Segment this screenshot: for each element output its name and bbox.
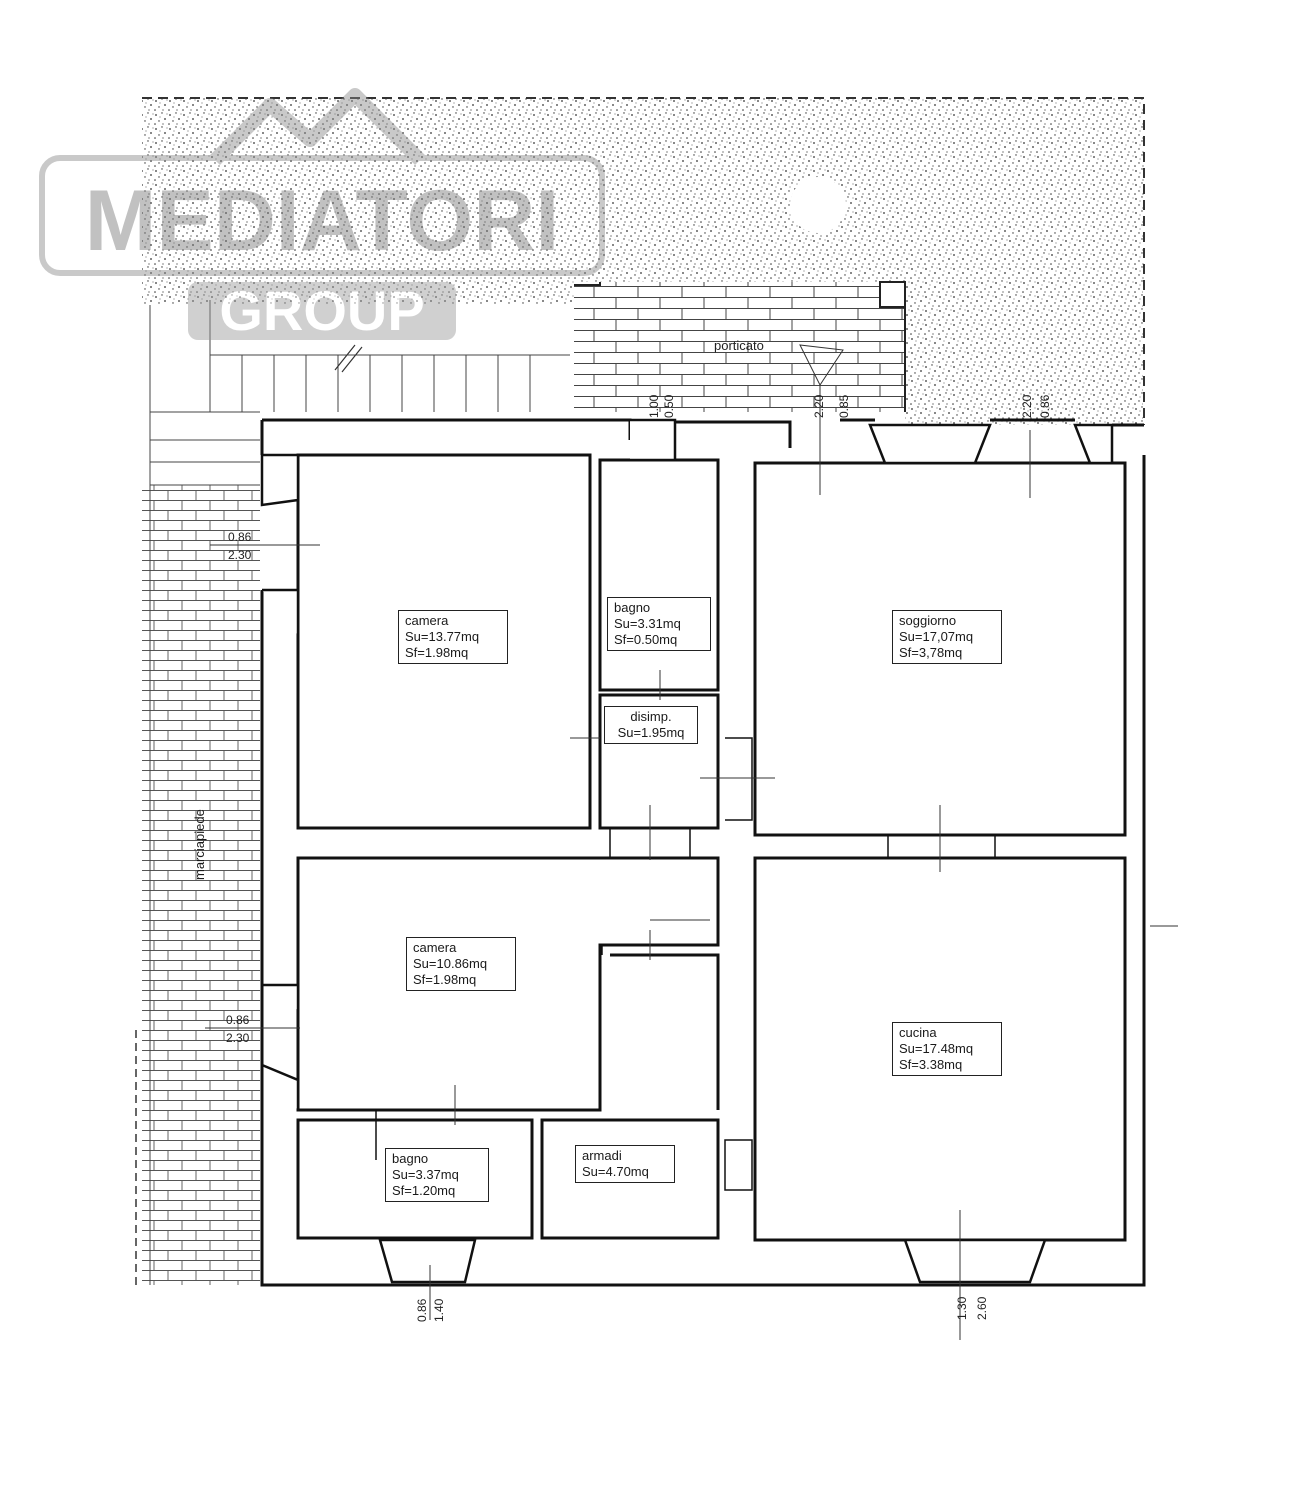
dimension-lines xyxy=(205,344,1178,1340)
room-disimp-su: Su=1.95mq xyxy=(617,725,685,740)
room-soggiorno-su: Su=17,07mq xyxy=(899,629,974,644)
watermark-brand: MEDIATORI xyxy=(85,173,560,269)
garden-gravel xyxy=(142,98,1144,290)
room-armadi: armadi Su=4.70mq xyxy=(575,1145,675,1183)
sidewalk-steps xyxy=(149,305,260,1285)
dim-window-left-bot-b: 2.30 xyxy=(226,1031,250,1045)
garden-circle xyxy=(790,177,846,233)
wall-bagno1 xyxy=(598,458,720,692)
room-bagno-2: bagno Su=3.37mq Sf=1.20mq xyxy=(385,1148,489,1202)
room-armadi-name: armadi xyxy=(582,1148,622,1163)
dim-porch-a: 2.20 xyxy=(812,394,826,418)
garden-gravel-right xyxy=(905,285,1143,425)
dim-window-bot-right-a: 1.30 xyxy=(955,1296,969,1320)
stairs-break xyxy=(334,344,363,373)
label-porticato: porticato xyxy=(714,338,764,353)
room-bagno-1: bagno Su=3.31mq Sf=0.50mq xyxy=(607,597,711,651)
room-soggiorno-sf: Sf=3,78mq xyxy=(899,645,963,660)
watermark-sub: GROUP xyxy=(219,279,424,342)
dim-window-top-right-a: 2.20 xyxy=(1020,394,1034,418)
garden-gravel-left xyxy=(142,285,574,305)
room-bagno-1-su: Su=3.31mq xyxy=(614,616,681,631)
windows xyxy=(260,418,1114,1284)
room-camera-1-name: camera xyxy=(405,613,449,628)
dim-window-left-top-a: 0.86 xyxy=(228,530,252,544)
dim-window-top-right-b: 0.86 xyxy=(1038,394,1052,418)
room-bagno-2-sf: Sf=1.20mq xyxy=(392,1183,456,1198)
room-camera-1-sf: Sf=1.98mq xyxy=(405,645,469,660)
wall-armadi-top xyxy=(610,953,720,1110)
room-bagno-1-sf: Sf=0.50mq xyxy=(614,632,678,647)
watermark-logo: MEDIATORI GROUP xyxy=(39,88,605,342)
room-disimp: disimp. Su=1.95mq xyxy=(604,706,698,744)
dim-window-left-bot-a: 0.86 xyxy=(226,1013,250,1027)
dim-window-left-top-b: 2.30 xyxy=(228,548,252,562)
dim-door-top-a: 1.00 xyxy=(647,394,661,418)
room-camera-2-name: camera xyxy=(413,940,457,955)
room-cucina-sf: Sf=3.38mq xyxy=(899,1057,963,1072)
room-soggiorno: soggiorno Su=17,07mq Sf=3,78mq xyxy=(892,610,1002,664)
room-camera-2: camera Su=10.86mq Sf=1.98mq xyxy=(406,937,516,991)
door-marks xyxy=(375,737,996,1191)
outer-walls xyxy=(260,418,1146,1287)
dim-window-bot-left-a: 0.86 xyxy=(415,1298,429,1322)
room-camera-2-su: Su=10.86mq xyxy=(413,956,488,971)
room-soggiorno-name: soggiorno xyxy=(899,613,957,628)
stairs xyxy=(209,300,570,412)
room-cucina-su: Su=17.48mq xyxy=(899,1041,974,1056)
room-cucina: cucina Su=17.48mq Sf=3.38mq xyxy=(892,1022,1002,1076)
room-bagno-2-name: bagno xyxy=(392,1151,429,1166)
room-bagno-2-su: Su=3.37mq xyxy=(392,1167,459,1182)
room-camera-2-sf: Sf=1.98mq xyxy=(413,972,477,987)
room-disimp-name: disimp. xyxy=(630,709,672,724)
site-boundary xyxy=(142,97,1145,425)
room-camera-1: camera Su=13.77mq Sf=1.98mq xyxy=(398,610,508,664)
sidewalk-pavers xyxy=(142,485,260,1285)
room-camera-1-su: Su=13.77mq xyxy=(405,629,480,644)
dim-door-top-b: 0.50 xyxy=(662,394,676,418)
room-bagno-1-name: bagno xyxy=(614,600,651,615)
porch-bricks xyxy=(574,282,904,412)
dim-porch-b: 0.85 xyxy=(837,394,851,418)
porch-column xyxy=(879,281,906,308)
room-cucina-name: cucina xyxy=(899,1025,937,1040)
label-marciapiede: marciapiede xyxy=(192,809,207,880)
room-armadi-su: Su=4.70mq xyxy=(582,1164,649,1179)
dim-window-bot-right-b: 2.60 xyxy=(975,1296,989,1320)
dim-window-bot-left-b: 1.40 xyxy=(432,1298,446,1322)
